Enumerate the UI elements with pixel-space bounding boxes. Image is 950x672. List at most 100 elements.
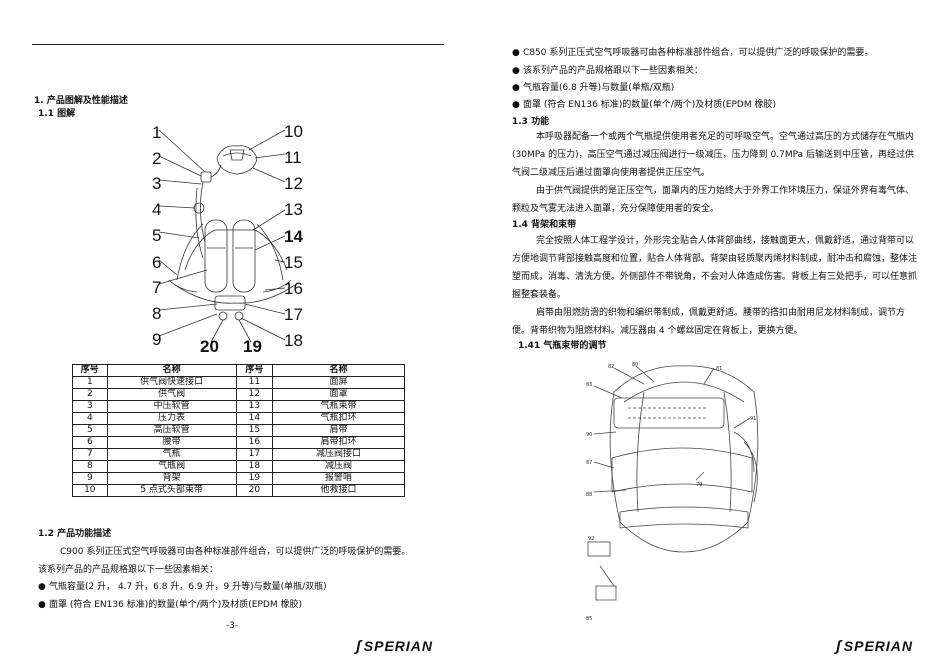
callout-5: 5 (152, 226, 162, 245)
cell: 3 (72, 400, 108, 413)
svg-text:92: 92 (588, 536, 594, 542)
col-header-name-1: 名称 (106, 364, 237, 377)
col-header-no-2: 序号 (235, 364, 274, 377)
right-bullet-2-text: 该系列产品的产品规格跟以下一些因素相关： (523, 66, 704, 76)
callout-10: 10 (284, 122, 303, 141)
col-header-no-1: 序号 (72, 364, 108, 377)
header-rule (32, 44, 444, 45)
cell: 14 (235, 412, 274, 425)
cell: 肩带 (272, 424, 405, 437)
right-bullet-3: ●气瓶容量(6.8 升等)与数量(单瓶/双瓶) (512, 83, 675, 93)
svg-text:82: 82 (608, 364, 614, 370)
cell: 5 点式头部束带 (106, 484, 237, 497)
section-1-title: 1. 产品图解及性能描述 (34, 96, 128, 106)
right-bullet-1-text: C850 系列正压式空气呼吸器可由各种标准部件组合，可以提供广泛的呼吸保护的需要… (523, 48, 874, 58)
section-1-2-para-b: 该系列产品的产品规格跟以下一些因素相关： (38, 565, 219, 575)
svg-text:80: 80 (632, 362, 638, 368)
callout-6: 6 (152, 253, 162, 272)
cell: 7 (72, 448, 108, 461)
cell: 气瓶阀 (106, 460, 237, 473)
cell: 1 (72, 376, 108, 389)
cell: 背架 (106, 472, 237, 485)
logo-text: SPERIAN (363, 638, 434, 654)
left-bullet-2: ●面罩 (符合 EN136 标准)的数量(单个/两个)及材质(EPDM 橡胶) (38, 600, 302, 610)
section-1-4-title: 1.4 背架和束带 (512, 220, 577, 230)
right-bullet-2: ●该系列产品的产品规格跟以下一些因素相关： (512, 66, 704, 76)
table-header-row: 序号 名称 序号 名称 (72, 364, 405, 377)
cell: 13 (235, 400, 274, 413)
callout-9: 9 (152, 330, 162, 349)
svg-text:87: 87 (586, 460, 592, 466)
cell: 18 (235, 460, 274, 473)
svg-text:79: 79 (696, 482, 702, 488)
callout-3: 3 (152, 174, 162, 193)
cell: 17 (235, 448, 274, 461)
cell: 11 (235, 376, 274, 389)
cell: 面屏 (272, 376, 405, 389)
cell: 高压软管 (106, 424, 237, 437)
callout-11: 11 (284, 148, 302, 167)
apparatus-diagram (158, 129, 296, 343)
sperian-mark-icon: ʃ (356, 638, 362, 655)
callout-2: 2 (152, 149, 162, 168)
cell: 供气阀快速接口 (106, 376, 237, 389)
left-bullet-2-text: 面罩 (符合 EN136 标准)的数量(单个/两个)及材质(EPDM 橡胶) (49, 600, 302, 610)
cell: 中压软管 (106, 400, 237, 413)
callout-8: 8 (152, 304, 162, 323)
cell: 20 (235, 484, 274, 497)
callout-18: 18 (284, 331, 303, 350)
callout-19: 19 (243, 337, 262, 356)
cell: 12 (235, 388, 274, 401)
cell: 16 (235, 436, 274, 449)
cell: 9 (72, 472, 108, 485)
right-bullet-4: ●面罩 (符合 EN136 标准)的数量(单个/两个)及材质(EPDM 橡胶) (512, 100, 776, 110)
cell: 19 (235, 472, 274, 485)
section-1-4-para-b: 肩带由阻燃防滑的织物和编织带制成，佩戴更舒适。腰带的搭扣由耐用尼龙材料制成，调节… (512, 308, 906, 336)
section-1-2-title: 1.2 产品功能描述 (38, 529, 112, 539)
section-1-2-para: C900 系列正压式空气呼吸器可由各种标准部件组合，可以提供广泛的呼吸保护的需要… (60, 547, 411, 557)
col-header-name-2: 名称 (272, 364, 405, 377)
sperian-mark-icon: ʃ (836, 638, 842, 655)
svg-text:81: 81 (716, 366, 722, 372)
svg-text:91: 91 (750, 416, 756, 422)
cell: 他救接口 (272, 484, 405, 497)
callout-14: 14 (284, 227, 303, 246)
cell: 5 (72, 424, 108, 437)
cell: 报警哨 (272, 472, 405, 485)
logo-text: SPERIAN (843, 638, 914, 654)
right-bullet-1: ●C850 系列正压式空气呼吸器可由各种标准部件组合，可以提供广泛的呼吸保护的需… (512, 48, 874, 58)
cell: 供气阀 (106, 388, 237, 401)
callout-4: 4 (152, 200, 162, 219)
cell: 气瓶 (106, 448, 237, 461)
callout-1: 1 (152, 123, 162, 142)
right-bullet-3-text: 气瓶容量(6.8 升等)与数量(单瓶/双瓶) (523, 83, 675, 93)
section-1-4-para-a: 完全按照人体工程学设计，外形完全贴合人体背部曲线，接触面更大，佩戴舒适，通过背带… (512, 236, 918, 300)
cell: 10 (72, 484, 108, 497)
callout-7: 7 (152, 278, 162, 297)
callout-16: 16 (284, 279, 303, 298)
section-1-3-para-b: 由于供气阀提供的是正压空气，面罩内的压力始终大于外界工作环境压力，保证外界有毒气… (512, 186, 915, 214)
section-1-41-title: 1.41 气瓶束带的调节 (518, 341, 607, 351)
backplate-harness-diagram: 83 82 80 81 91 90 87 88 79 92 85 (586, 362, 759, 622)
cell: 腰带 (106, 436, 237, 449)
cell: 减压阀 (272, 460, 405, 473)
right-bullet-4-text: 面罩 (符合 EN136 标准)的数量(单个/两个)及材质(EPDM 橡胶) (523, 100, 776, 110)
callout-13: 13 (284, 200, 303, 219)
left-bullet-1: ●气瓶容量(2 升， 4.7 升，6.8 升，6.9 升，9 升等)与数量(单瓶… (38, 582, 327, 592)
cell: 肩带扣环 (272, 436, 405, 449)
cell: 15 (235, 424, 274, 437)
cell: 面罩 (272, 388, 405, 401)
cell: 气瓶扣环 (272, 412, 405, 425)
section-1-3-para-a: 本呼吸器配备一个或两个气瓶提供使用者充足的可呼吸空气。空气通过高压的方式储存在气… (512, 132, 915, 178)
cell: 2 (72, 388, 108, 401)
callout-17: 17 (284, 305, 303, 324)
